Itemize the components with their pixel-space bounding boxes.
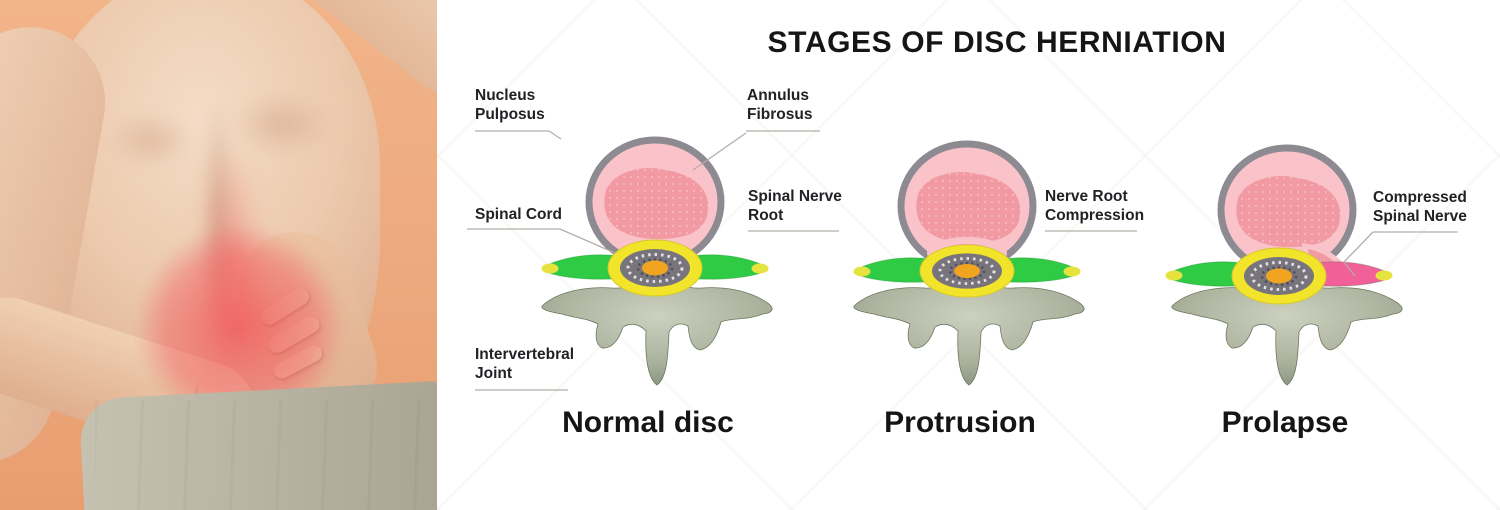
- diagram-title: STAGES OF DISC HERNIATION: [767, 26, 1227, 59]
- label-annulus-fibrosus: Annulus Fibrosus: [747, 87, 813, 123]
- figure-prolapse: [1165, 125, 1403, 386]
- label-spinal-nerve-root: Spinal Nerve Root: [748, 188, 842, 224]
- compressed-spinal-nerve-leader: [1343, 231, 1458, 277]
- back-pain-photo: [0, 0, 437, 510]
- caption-protrusion: Protrusion: [884, 406, 1036, 439]
- label-intervertebral-joint: Intervertebral Joint: [475, 346, 575, 382]
- diagram-panel: STAGES OF DISC HERNIATION: [437, 0, 1500, 510]
- annotation-lines: [467, 130, 1458, 391]
- annulus-fibrosus-leader: [692, 130, 820, 171]
- caption-normal-disc: Normal disc: [562, 406, 734, 439]
- label-nerve-root-compression: Nerve Root Compression: [1045, 188, 1145, 224]
- figure-protrusion: [853, 125, 1085, 386]
- label-nucleus-pulposus: Nucleus Pulposus: [475, 87, 545, 123]
- nucleus-pulposus-leader: [475, 130, 562, 140]
- caption-prolapse: Prolapse: [1221, 406, 1349, 439]
- label-spinal-cord: Spinal Cord: [475, 206, 562, 223]
- label-compressed-spinal-nerve: Compressed Spinal Nerve: [1373, 189, 1467, 225]
- spinal-cord-leader: [467, 228, 616, 254]
- compressed-nerve-swelling: [1330, 264, 1366, 286]
- pants-crease: [95, 400, 435, 510]
